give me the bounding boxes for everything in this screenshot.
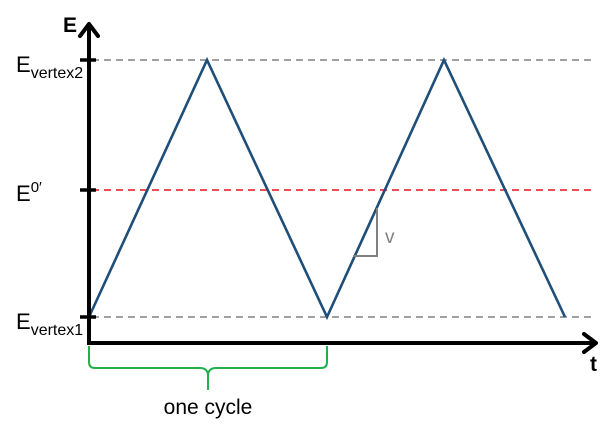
scan-rate-slope-marker: [353, 208, 378, 257]
y-axis-arrowhead-icon: [78, 22, 100, 38]
potential-waveform: [87, 56, 567, 321]
vertex2-label: Evertex2: [16, 52, 83, 82]
formal-potential-label: E0′: [16, 179, 42, 206]
x-axis-arrowhead-icon: [582, 332, 598, 354]
x-axis-label: t: [590, 353, 597, 376]
scan-rate-label: v: [385, 227, 395, 248]
one-cycle-brace: [88, 346, 328, 390]
one-cycle-label: one cycle: [164, 396, 253, 419]
vertex1-label: Evertex1: [16, 309, 83, 339]
y-axis-label: E: [63, 14, 77, 37]
